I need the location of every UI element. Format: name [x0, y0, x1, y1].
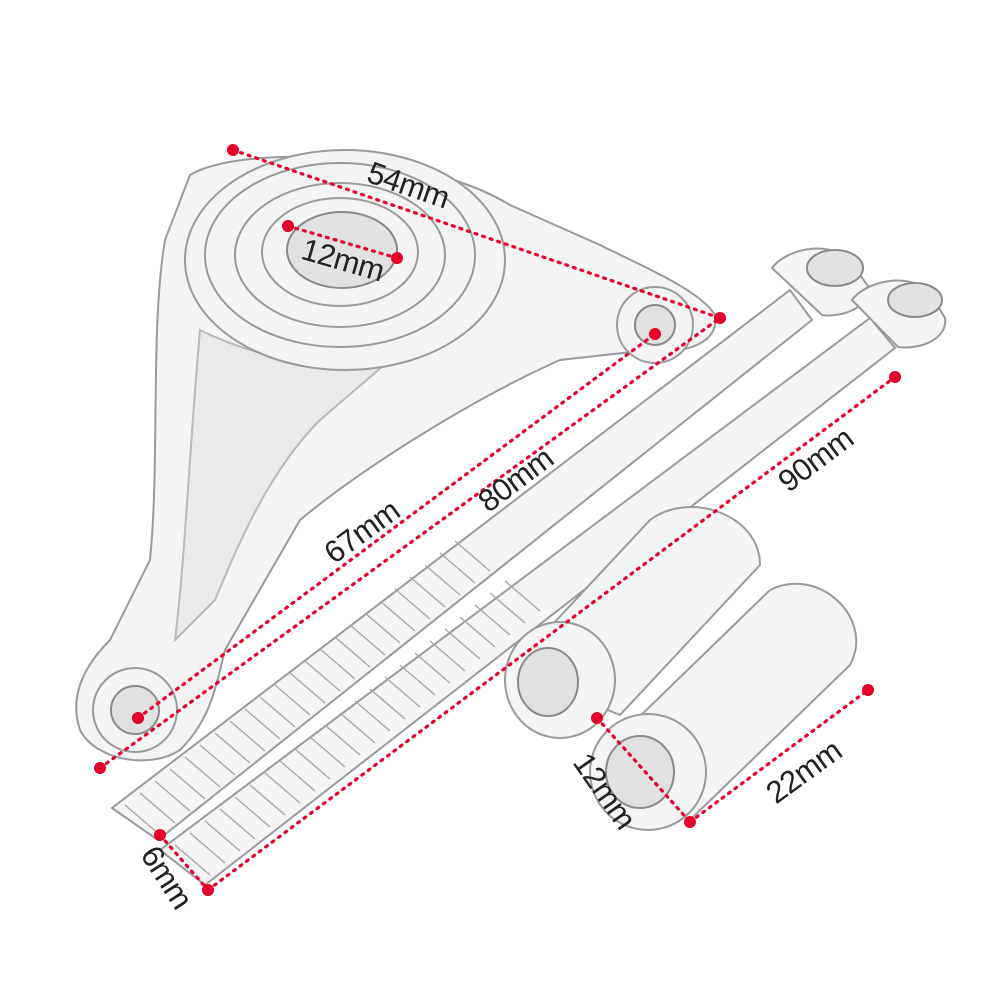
dim-endpoint	[202, 884, 214, 896]
dim-endpoint	[282, 220, 294, 232]
spacer-front-bore	[605, 735, 675, 809]
dim-line-80mm	[136, 332, 657, 720]
bolt-short	[110, 247, 870, 842]
bearing	[184, 149, 506, 371]
bolt-short-shank	[110, 288, 814, 842]
label-spacer-length: 22mm	[760, 733, 849, 811]
dim-endpoint	[154, 829, 166, 841]
bolt-long-shank	[158, 316, 897, 887]
dim-endpoint	[714, 312, 726, 324]
spacer-back	[504, 506, 762, 739]
dim-line-12mm-spacer	[595, 716, 692, 824]
bolt-long	[158, 279, 947, 887]
spacer-back-bore	[517, 647, 579, 717]
dim-line-54mm	[231, 148, 722, 320]
dim-line-12mm-bore	[286, 224, 399, 260]
bolt-long-threads	[174, 580, 541, 876]
label-bracket-length: 67mm	[318, 493, 407, 571]
dim-endpoint	[591, 712, 603, 724]
dim-line-22mm	[688, 688, 870, 824]
dim-endpoint	[684, 816, 696, 828]
bolt-long-socket	[887, 282, 943, 318]
mount-hole-left	[110, 685, 160, 735]
dim-endpoint	[132, 712, 144, 724]
dim-line-90mm	[206, 375, 897, 892]
bolt-short-socket	[806, 249, 864, 287]
dim-endpoint	[649, 328, 661, 340]
bolt-short-threads	[124, 540, 491, 836]
dim-endpoint	[227, 144, 239, 156]
dim-endpoint	[889, 371, 901, 383]
dim-endpoint	[391, 252, 403, 264]
spacer-front	[589, 582, 858, 831]
dim-line-67mm	[98, 316, 722, 770]
dim-endpoint	[94, 762, 106, 774]
bearing-bore	[286, 211, 398, 289]
dimension-lines	[94, 144, 901, 896]
dim-endpoint	[862, 684, 874, 696]
mount-hole-right	[634, 304, 676, 346]
